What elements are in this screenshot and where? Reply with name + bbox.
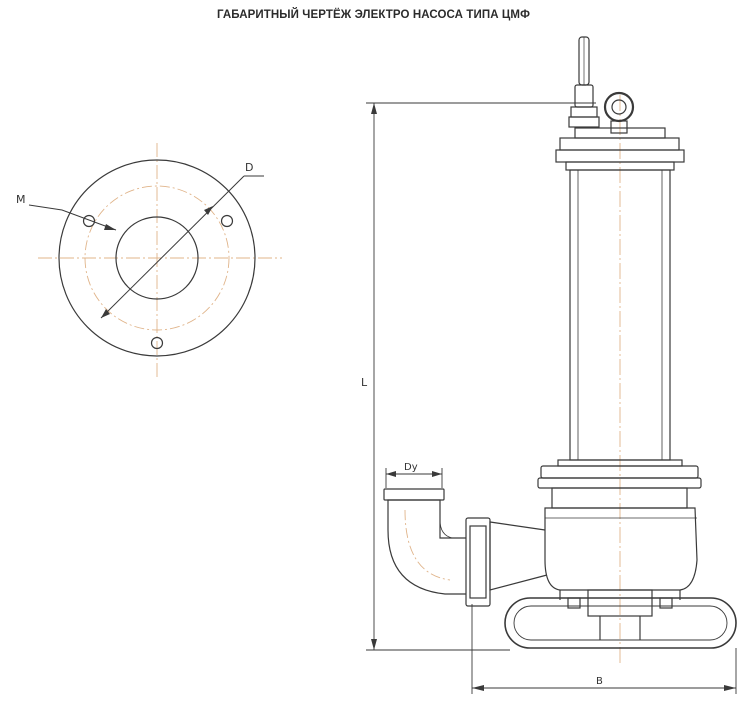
dy-label: Dy (404, 462, 418, 473)
elbow-centerline (404, 509, 451, 581)
drawing-title: ГАБАРИТНЫЙ ЧЕРТЁЖ ЭЛЕКТРО НАСОСА ТИПА ЦМ… (216, 9, 531, 21)
gland-base (568, 116, 600, 128)
support-stand-inner (513, 605, 728, 641)
elbow-inner-curve (439, 519, 453, 539)
seal-housing (551, 487, 688, 509)
m-label: M (16, 193, 26, 206)
stand-bolt (659, 597, 673, 609)
d-dimension-line (100, 175, 245, 319)
elbow-flange (383, 488, 445, 501)
middle-flange-lower (537, 477, 702, 489)
stand-bolt (567, 597, 581, 609)
lifting-eye-hole (611, 99, 627, 115)
middle-flange (540, 465, 699, 479)
d-arrowhead (101, 309, 110, 318)
outlet-flange (465, 517, 491, 607)
cable-gland (574, 84, 594, 108)
d-label: D (245, 161, 253, 174)
dy-arrowhead (386, 471, 396, 477)
discharge-branch (489, 521, 548, 591)
b-arrowhead (724, 685, 736, 691)
gland-nut (570, 106, 598, 118)
discharge-elbow (387, 499, 466, 595)
flange-view (28, 143, 282, 380)
b-arrowhead (472, 685, 484, 691)
outlet-flange-face (469, 525, 487, 599)
bolt-hole (82, 214, 96, 228)
bolt-hole (150, 336, 164, 350)
bolt-hole (220, 214, 234, 228)
lifting-eye-shank (610, 120, 628, 134)
flange-outer-circle (58, 159, 256, 357)
pump-casing (544, 507, 698, 591)
l-arrowhead (371, 639, 377, 650)
l-arrowhead (371, 103, 377, 114)
pump-suction-boss (587, 589, 653, 617)
pump-view (383, 36, 737, 665)
motor-top-flange (559, 137, 680, 151)
lifting-eye-ring (603, 91, 635, 123)
m-leader-line (28, 204, 117, 231)
l-label: L (361, 376, 368, 389)
support-stand-outer (504, 597, 737, 649)
m-arrowhead (104, 224, 116, 230)
dimensions (366, 102, 737, 694)
b-label: B (596, 676, 603, 687)
dy-arrowhead (432, 471, 442, 477)
bolt-circle (84, 185, 230, 331)
d-arrowhead (204, 206, 213, 215)
flange-inner-circle (115, 216, 199, 300)
